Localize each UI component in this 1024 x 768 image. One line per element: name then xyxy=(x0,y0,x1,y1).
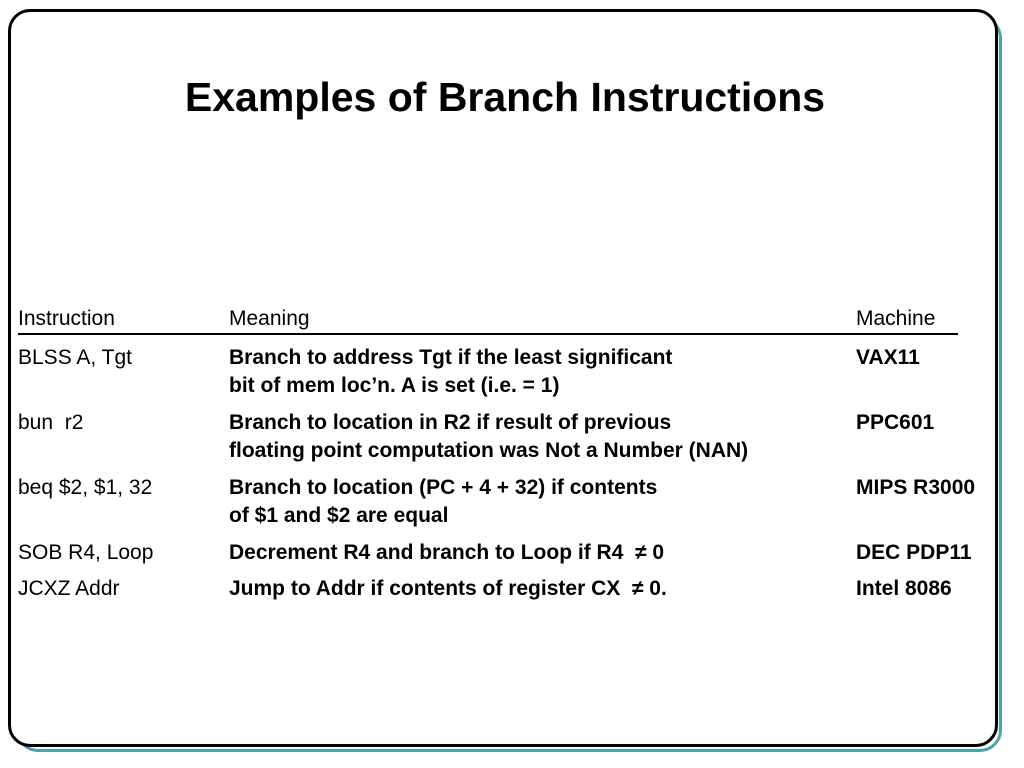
meaning-line: of $1 and $2 are equal xyxy=(229,504,449,527)
table-row: bun r2 Branch to location in R2 if resul… xyxy=(18,409,1000,474)
branch-instructions-table: Instruction Meaning Machine BLSS A, Tgt … xyxy=(18,306,1000,611)
slide-title: Examples of Branch Instructions xyxy=(184,74,826,120)
meaning-line: Branch to location in R2 if result of pr… xyxy=(229,411,672,434)
instruction-cell: SOB R4, Loop xyxy=(18,541,154,564)
meaning-line: bit of mem loc’n. A is set (i.e. = 1) xyxy=(229,374,560,397)
instruction-cell: BLSS A, Tgt xyxy=(18,346,133,369)
header-meaning: Meaning xyxy=(229,307,310,330)
machine-cell: PPC601 xyxy=(856,411,935,434)
header-instruction: Instruction xyxy=(18,307,115,330)
meaning-cell: Decrement R4 and branch to Loop if R4 ≠ … xyxy=(229,541,665,564)
table-row: BLSS A, Tgt Branch to address Tgt if the… xyxy=(18,344,1000,409)
header-machine: Machine xyxy=(856,307,936,330)
meaning-line: Branch to location (PC + 4 + 32) if cont… xyxy=(229,476,658,499)
machine-cell: MIPS R3000 xyxy=(856,476,976,499)
meaning-cell: Jump to Addr if contents of register CX … xyxy=(229,577,667,600)
table-row: SOB R4, Loop Decrement R4 and branch to … xyxy=(18,539,1000,575)
meaning-line: Branch to address Tgt if the least signi… xyxy=(229,346,673,369)
instruction-cell: bun r2 xyxy=(18,411,84,434)
slide-frame xyxy=(8,9,998,747)
instruction-cell: JCXZ Addr xyxy=(18,577,120,600)
meaning-cell: Branch to address Tgt if the least signi… xyxy=(229,344,672,400)
machine-cell: DEC PDP11 xyxy=(856,541,972,564)
meaning-cell: Branch to location in R2 if result of pr… xyxy=(229,409,748,465)
table-row: beq $2, $1, 32 Branch to location (PC + … xyxy=(18,474,1000,539)
table-row: JCXZ Addr Jump to Addr if contents of re… xyxy=(18,575,1000,611)
meaning-cell: Branch to location (PC + 4 + 32) if cont… xyxy=(229,474,657,530)
table-header-row: Instruction Meaning Machine xyxy=(18,306,958,335)
meaning-line: floating point computation was Not a Num… xyxy=(229,439,749,462)
machine-cell: Intel 8086 xyxy=(856,577,952,600)
machine-cell: VAX11 xyxy=(856,346,920,369)
instruction-cell: beq $2, $1, 32 xyxy=(18,476,153,499)
